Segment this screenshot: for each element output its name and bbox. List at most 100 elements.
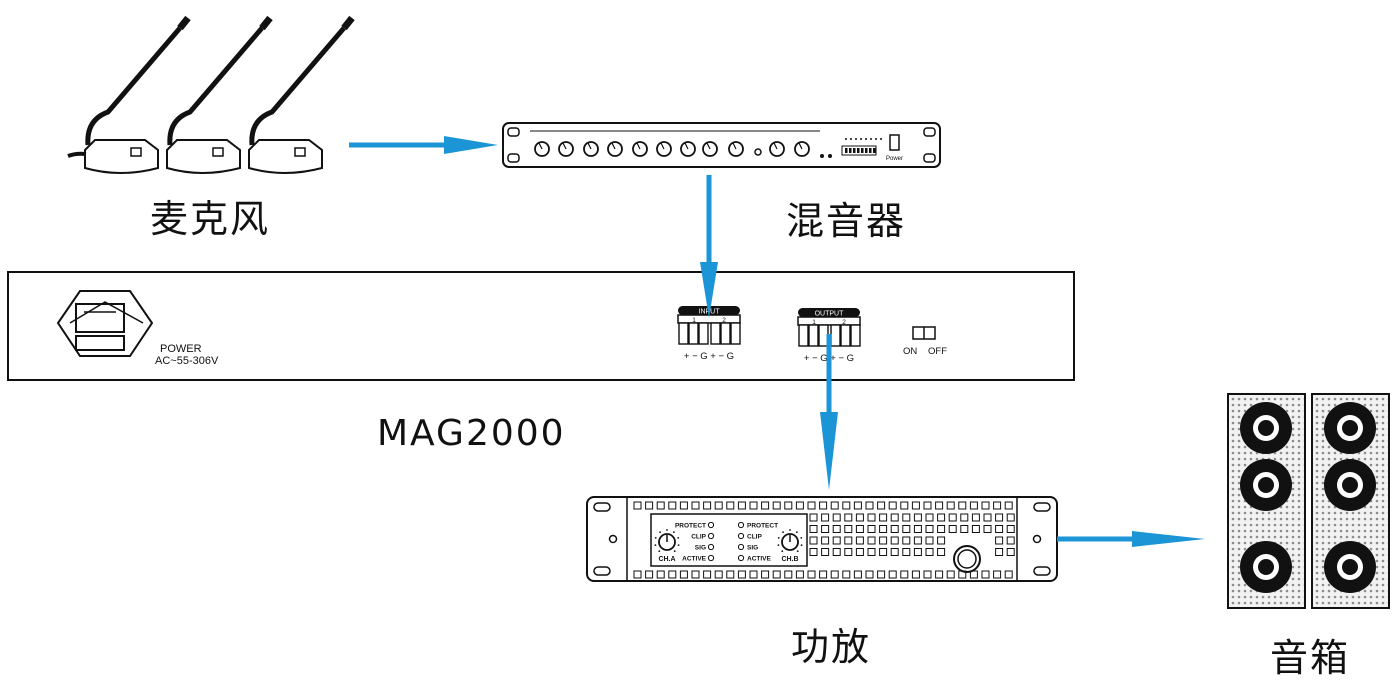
vent-square bbox=[819, 501, 828, 510]
amplifier-vent-grid bbox=[633, 501, 1015, 579]
mixer-label: 混音器 bbox=[786, 199, 907, 243]
mixer-power-switch[interactable] bbox=[889, 134, 900, 151]
vent-square bbox=[807, 570, 816, 579]
terminal-pin bbox=[678, 322, 689, 345]
vent-square bbox=[842, 501, 851, 510]
status-led-left bbox=[707, 554, 715, 562]
microphone-gooseneck bbox=[167, 26, 264, 146]
vent-square bbox=[902, 513, 911, 522]
vent-square bbox=[969, 501, 978, 510]
status-label-right: SIG bbox=[747, 545, 758, 552]
vent-square bbox=[911, 570, 920, 579]
vent-square bbox=[761, 501, 770, 510]
vent-square bbox=[946, 501, 955, 510]
dip-switch-cell bbox=[873, 148, 876, 153]
vent-square bbox=[981, 501, 990, 510]
vent-square bbox=[913, 513, 922, 522]
speaker-driver-cap bbox=[1258, 559, 1274, 575]
vent-square bbox=[971, 525, 980, 533]
vent-square bbox=[679, 501, 688, 510]
dip-switch-cell bbox=[865, 148, 868, 153]
on-off-switch[interactable] bbox=[912, 326, 936, 340]
vent-square bbox=[795, 570, 804, 579]
terminal-pin bbox=[720, 322, 731, 345]
ch-a-label: CH.A bbox=[658, 556, 675, 563]
ch-b-knob[interactable] bbox=[777, 529, 803, 553]
amplifier-volume-knob[interactable] bbox=[953, 545, 981, 573]
mixer-dip-switch bbox=[841, 138, 882, 156]
vent-square bbox=[842, 570, 851, 579]
speaker-driver-cap bbox=[1258, 420, 1274, 436]
vent-square bbox=[772, 501, 781, 510]
vent-square bbox=[668, 570, 677, 579]
output-channel-2: 2 bbox=[842, 319, 846, 326]
microphone-gooseneck bbox=[249, 26, 346, 146]
vent-square bbox=[946, 570, 955, 579]
vent-square bbox=[749, 570, 758, 579]
mixer-unit: Power bbox=[502, 122, 941, 168]
vent-square bbox=[913, 536, 922, 545]
vent-square bbox=[830, 501, 839, 510]
vent-square bbox=[923, 501, 932, 510]
vent-square bbox=[865, 570, 874, 579]
vent-square bbox=[971, 513, 980, 522]
microphone-cable bbox=[67, 151, 87, 158]
vent-square bbox=[855, 513, 864, 522]
input-channel-2: 2 bbox=[722, 317, 726, 324]
input-terminals: + − G + − G bbox=[684, 351, 734, 362]
terminal-pin bbox=[698, 322, 709, 345]
vent-square bbox=[714, 501, 723, 510]
vent-square bbox=[809, 536, 818, 545]
mixer-led bbox=[820, 154, 824, 158]
vent-square bbox=[983, 525, 992, 533]
arrow-device-to-amplifier bbox=[820, 334, 838, 490]
vent-square bbox=[821, 525, 830, 533]
vent-square bbox=[844, 536, 853, 545]
microphone-label: 麦克风 bbox=[150, 197, 271, 241]
vent-square bbox=[1006, 548, 1015, 556]
vent-square bbox=[809, 513, 818, 522]
vent-square bbox=[937, 536, 946, 545]
vent-square bbox=[900, 501, 909, 510]
arrow-mic-to-mixer bbox=[349, 136, 498, 154]
status-led-right bbox=[737, 521, 745, 529]
speaker-driver-cap bbox=[1258, 477, 1274, 493]
ch-b-label: CH.B bbox=[781, 556, 798, 563]
vent-square bbox=[960, 525, 969, 533]
vent-square bbox=[821, 536, 830, 545]
mixer-jack bbox=[754, 148, 762, 156]
vent-square bbox=[925, 525, 934, 533]
vent-square bbox=[879, 536, 888, 545]
vent-square bbox=[879, 513, 888, 522]
vent-square bbox=[913, 525, 922, 533]
terminal-pin bbox=[850, 324, 861, 347]
ch-a-knob[interactable] bbox=[654, 529, 680, 553]
power-label: POWER bbox=[160, 343, 202, 355]
mixer-knob-row bbox=[534, 141, 832, 158]
vent-square bbox=[867, 536, 876, 545]
power-inlet bbox=[56, 290, 154, 357]
status-led-left bbox=[707, 532, 715, 540]
microphone-capsule bbox=[341, 15, 355, 31]
input-channel-1: 1 bbox=[692, 317, 696, 324]
vent-square bbox=[1006, 525, 1015, 533]
vent-square bbox=[830, 570, 839, 579]
amplifier-label: 功放 bbox=[791, 625, 872, 669]
microphone-capsule bbox=[259, 15, 273, 31]
vent-square bbox=[853, 570, 862, 579]
vent-square bbox=[821, 548, 830, 556]
vent-square bbox=[995, 513, 1004, 522]
terminal-pin bbox=[808, 324, 819, 347]
vent-square bbox=[726, 570, 735, 579]
speaker-1 bbox=[1227, 393, 1306, 609]
status-led-right bbox=[737, 532, 745, 540]
vent-square bbox=[995, 548, 1004, 556]
dip-switch-cell bbox=[853, 148, 856, 153]
vent-square bbox=[819, 570, 828, 579]
mag2000-device: POWER AC~55-306V INPUT 1 2 + − G + − G O… bbox=[7, 271, 1075, 381]
vent-square bbox=[877, 501, 886, 510]
vent-square bbox=[633, 501, 642, 510]
vent-square bbox=[1004, 501, 1013, 510]
vent-square bbox=[900, 570, 909, 579]
vent-square bbox=[948, 513, 957, 522]
